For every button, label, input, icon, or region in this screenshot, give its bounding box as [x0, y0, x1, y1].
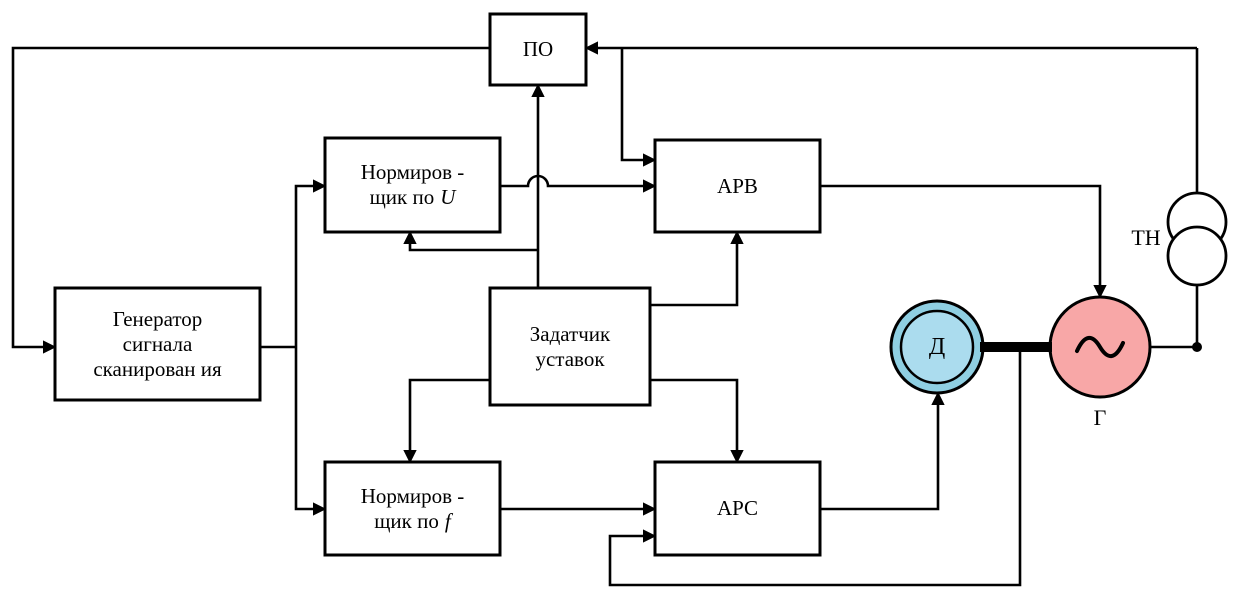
- wire-setpoint-to-ars: [650, 378, 744, 464]
- po-label: ПО: [522, 37, 554, 61]
- motor-inner-circle: [899, 309, 975, 385]
- signal-generator-label: Генератор сигнала сканирован ия: [93, 306, 222, 381]
- ars-label: АРС: [716, 496, 759, 520]
- wire-signal-generator-to-norm-u: [294, 179, 327, 347]
- wire-signal-generator-to-norm-f: [294, 347, 327, 516]
- wire-setpoint-to-norm-u: [403, 230, 538, 252]
- shaft-coupling: [980, 342, 1052, 352]
- arv-label: АРВ: [717, 173, 758, 198]
- norm-f-box: [323, 460, 502, 557]
- wire-vt-to-arv: [620, 48, 657, 167]
- vt-lower-circle: [1166, 225, 1228, 287]
- vt-label: ТН: [1131, 224, 1161, 250]
- setpoint-label: Задатчик уставок: [529, 321, 611, 371]
- junction-dot: [1192, 342, 1202, 352]
- wires: [11, 41, 1197, 587]
- norm-f-label: Нормиров - щик по f: [360, 483, 465, 533]
- wire-shaft-feedback-to-ars: [608, 352, 1022, 587]
- sine-wave-icon: [1075, 336, 1125, 358]
- signal-generator-box: [53, 286, 262, 402]
- generator-machine-label: Г: [1093, 404, 1107, 430]
- wire-arv-to-generator: [820, 184, 1107, 299]
- ars-box: [653, 460, 822, 557]
- wire-po-to-signal-generator: [11, 46, 490, 354]
- arv-box: [653, 138, 822, 234]
- motor-label: Д: [928, 333, 946, 360]
- wire-setpoint-to-norm-f: [403, 378, 490, 464]
- wire-ars-to-motor: [820, 391, 945, 511]
- wire-norm-u-to-arv: [500, 174, 657, 193]
- norm-u-label: Нормиров - щик по U: [360, 160, 465, 209]
- po-box: [488, 12, 588, 87]
- norm-u-box: [323, 136, 502, 234]
- wire-setpoint-to-arv: [650, 230, 744, 307]
- setpoint-box: [488, 286, 652, 407]
